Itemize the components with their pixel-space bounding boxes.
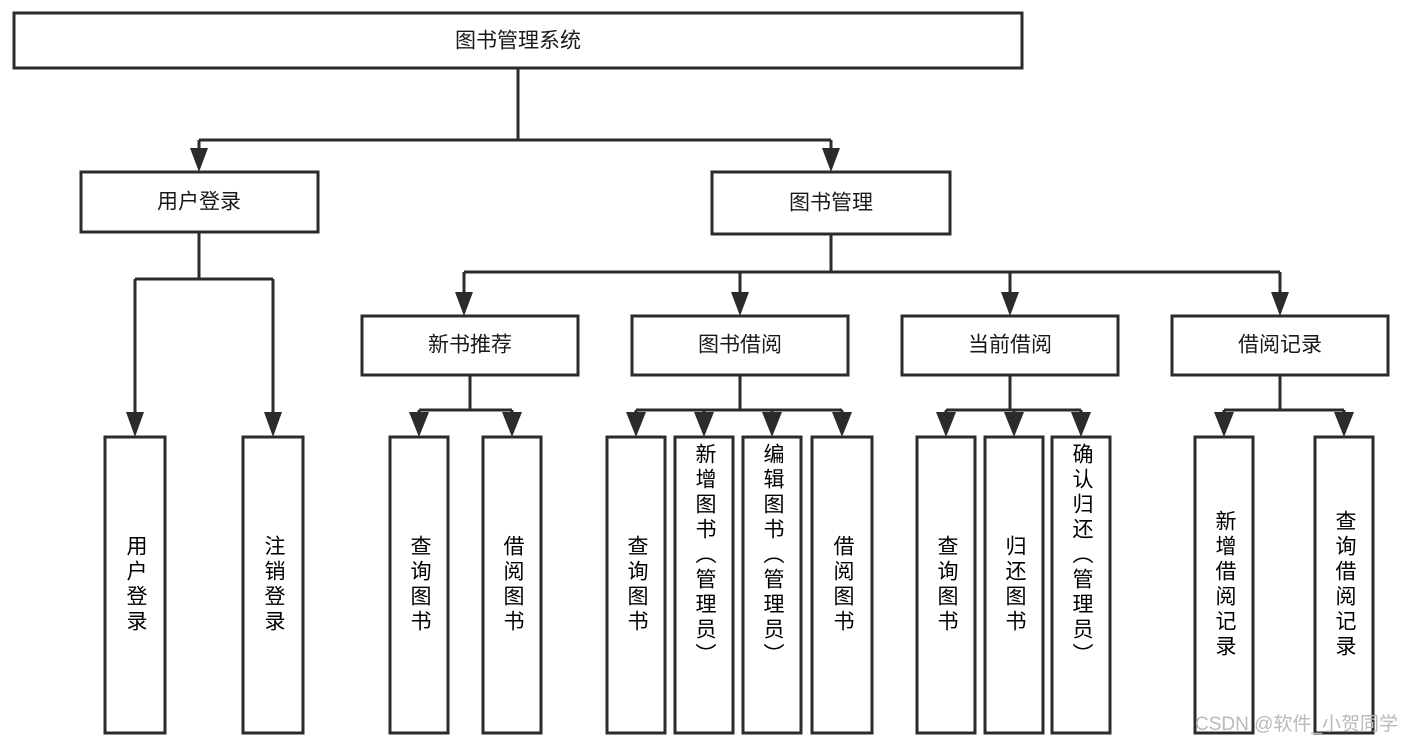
arrow-head-book-borrow [731, 292, 749, 316]
node-br-query-record-box[interactable] [1313, 435, 1375, 735]
arrow-head-user-login [190, 148, 208, 172]
arrow-head-nbr-borrow-book [502, 412, 522, 437]
node-cb-confirm-return-admin-text-area: 确认归还（管理员） [1070, 443, 1093, 668]
node-current-borrow[interactable]: 当前借阅 [900, 314, 1120, 377]
arrow-head-bb-borrow-book [832, 412, 852, 437]
node-nbr-borrow-book-label: 借阅图书 [501, 535, 524, 635]
node-br-add-record[interactable]: 新增借阅记录 [1193, 435, 1255, 735]
node-new-book-recommend[interactable]: 新书推荐 [360, 314, 580, 377]
node-bb-edit-book-admin-text-area: 编辑图书（管理员） [761, 443, 784, 668]
node-br-add-record-text-area: 新增借阅记录 [1213, 510, 1236, 660]
node-bb-add-book-admin-box[interactable] [673, 435, 735, 735]
arrow-head-br-add-record [1214, 412, 1234, 437]
arrow-head-cb-return-book [1004, 412, 1024, 437]
node-bb-borrow-book-label: 借阅图书 [831, 535, 854, 635]
node-new-book-recommend-box[interactable] [360, 314, 580, 377]
node-br-query-record[interactable]: 查询借阅记录 [1313, 435, 1375, 735]
arrow-head-bb-add-book-admin [694, 412, 714, 437]
node-borrow-record[interactable]: 借阅记录 [1170, 314, 1390, 377]
node-cb-return-book[interactable]: 归还图书 [983, 435, 1045, 735]
node-nbr-query-book-box[interactable] [388, 435, 450, 735]
node-cb-confirm-return-admin[interactable]: 确认归还（管理员） [1050, 435, 1112, 735]
node-nbr-query-book-label: 查询图书 [408, 535, 431, 635]
arrow-head-borrow-record [1271, 292, 1289, 316]
node-nbr-query-book-text-area: 查询图书 [408, 535, 431, 635]
node-cb-query-book[interactable]: 查询图书 [915, 435, 977, 735]
node-user-login-do-label: 用户登录 [124, 535, 147, 635]
node-book-manage-label: 图书管理 [789, 192, 873, 215]
node-cb-return-book-text-area: 归还图书 [1003, 535, 1026, 635]
node-current-borrow-label: 当前借阅 [968, 334, 1052, 357]
node-nbr-borrow-book-box[interactable] [481, 435, 543, 735]
node-book-manage[interactable]: 图书管理 [710, 170, 952, 236]
node-bb-query-book-label: 查询图书 [625, 535, 648, 635]
node-bb-add-book-admin-text-area: 新增图书（管理员） [693, 443, 716, 668]
node-user-login-label: 用户登录 [157, 191, 241, 214]
node-bb-query-book-text-area: 查询图书 [625, 535, 648, 635]
arrow-head-cb-query-book [936, 412, 956, 437]
node-bb-add-book-admin-label: 新增图书（管理员） [693, 443, 716, 668]
arrow-head-user-login-do [126, 412, 144, 437]
node-user-logout-label: 注销登录 [262, 535, 285, 635]
node-book-borrow-label: 图书借阅 [698, 334, 782, 357]
connector-layer [126, 68, 1354, 437]
node-br-query-record-text-area: 查询借阅记录 [1333, 510, 1356, 660]
node-cb-confirm-return-admin-label: 确认归还（管理员） [1070, 443, 1093, 668]
node-cb-return-book-box[interactable] [983, 435, 1045, 735]
node-cb-query-book-box[interactable] [915, 435, 977, 735]
node-cb-return-book-label: 归还图书 [1003, 535, 1026, 635]
node-borrow-record-label: 借阅记录 [1238, 334, 1322, 357]
node-br-add-record-box[interactable] [1193, 435, 1255, 735]
node-current-borrow-box[interactable] [900, 314, 1120, 377]
node-borrow-record-box[interactable] [1170, 314, 1390, 377]
node-bb-query-book-box[interactable] [605, 435, 667, 735]
node-bb-add-book-admin[interactable]: 新增图书（管理员） [673, 435, 735, 735]
arrow-head-bb-edit-book-admin [762, 412, 782, 437]
node-root[interactable]: 图书管理系统 [12, 11, 1024, 70]
node-user-login-box[interactable] [79, 170, 320, 234]
node-root-label: 图书管理系统 [455, 30, 581, 53]
node-cb-query-book-label: 查询图书 [935, 535, 958, 635]
node-bb-edit-book-admin[interactable]: 编辑图书（管理员） [741, 435, 803, 735]
csdn-watermark: CSDN @软件_小贺同学 [1195, 713, 1398, 735]
node-book-manage-box[interactable] [710, 170, 952, 236]
arrow-head-bb-query-book [626, 412, 646, 437]
node-book-borrow-box[interactable] [630, 314, 850, 377]
node-user-login-do-text-area: 用户登录 [124, 535, 147, 635]
node-nbr-query-book[interactable]: 查询图书 [388, 435, 450, 735]
arrow-head-cb-confirm-return [1071, 412, 1091, 437]
node-bb-borrow-book-text-area: 借阅图书 [831, 535, 854, 635]
node-br-add-record-label: 新增借阅记录 [1213, 510, 1236, 660]
node-bb-query-book[interactable]: 查询图书 [605, 435, 667, 735]
arrow-head-nbr-query-book [409, 412, 429, 437]
arrow-head-br-query-record [1334, 412, 1354, 437]
node-nbr-borrow-book-text-area: 借阅图书 [501, 535, 524, 635]
node-user-logout-text-area: 注销登录 [262, 535, 285, 635]
node-cb-confirm-return-admin-box[interactable] [1050, 435, 1112, 735]
node-user-login[interactable]: 用户登录 [79, 170, 320, 234]
node-bb-edit-book-admin-box[interactable] [741, 435, 803, 735]
node-br-query-record-label: 查询借阅记录 [1333, 510, 1356, 660]
arrow-head-new-book-recommend [455, 292, 473, 316]
node-nbr-borrow-book[interactable]: 借阅图书 [481, 435, 543, 735]
arrow-head-user-logout [264, 412, 282, 437]
node-cb-query-book-text-area: 查询图书 [935, 535, 958, 635]
node-user-logout[interactable]: 注销登录 [241, 435, 305, 735]
node-user-logout-box[interactable] [241, 435, 305, 735]
node-root-box[interactable] [12, 11, 1024, 70]
node-book-borrow[interactable]: 图书借阅 [630, 314, 850, 377]
arrow-head-current-borrow [1001, 292, 1019, 316]
node-user-login-do[interactable]: 用户登录 [103, 435, 167, 735]
node-bb-borrow-book-box[interactable] [810, 435, 874, 735]
node-new-book-recommend-label: 新书推荐 [428, 334, 512, 357]
arrow-head-book-manage [822, 148, 840, 172]
node-bb-edit-book-admin-label: 编辑图书（管理员） [761, 443, 784, 668]
node-user-login-do-box[interactable] [103, 435, 167, 735]
node-bb-borrow-book[interactable]: 借阅图书 [810, 435, 874, 735]
